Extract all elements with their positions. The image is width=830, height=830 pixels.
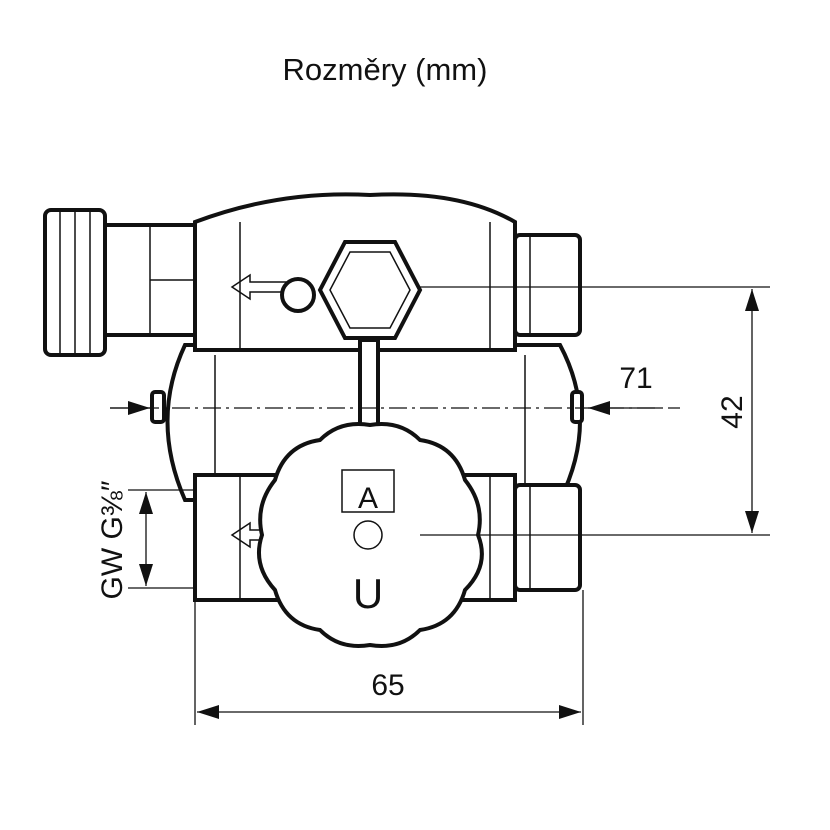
svg-text:GW G⅜″: GW G⅜″ [96, 480, 129, 599]
svg-text:71: 71 [619, 362, 652, 395]
knob-label-top: A [358, 482, 378, 515]
page-title: Rozměry (mm) [282, 52, 488, 87]
svg-text:42: 42 [716, 395, 749, 428]
svg-text:65: 65 [371, 669, 404, 702]
hex-nut [317, 240, 423, 340]
dimension-42: 42 [420, 286, 770, 536]
dimension-65: 65 [194, 590, 584, 725]
dimension-71: 71 [110, 362, 680, 415]
selector-knob [257, 422, 484, 648]
dimension-thread: GW G⅜″ [96, 480, 195, 599]
knob-label-bottom: U [353, 570, 383, 617]
